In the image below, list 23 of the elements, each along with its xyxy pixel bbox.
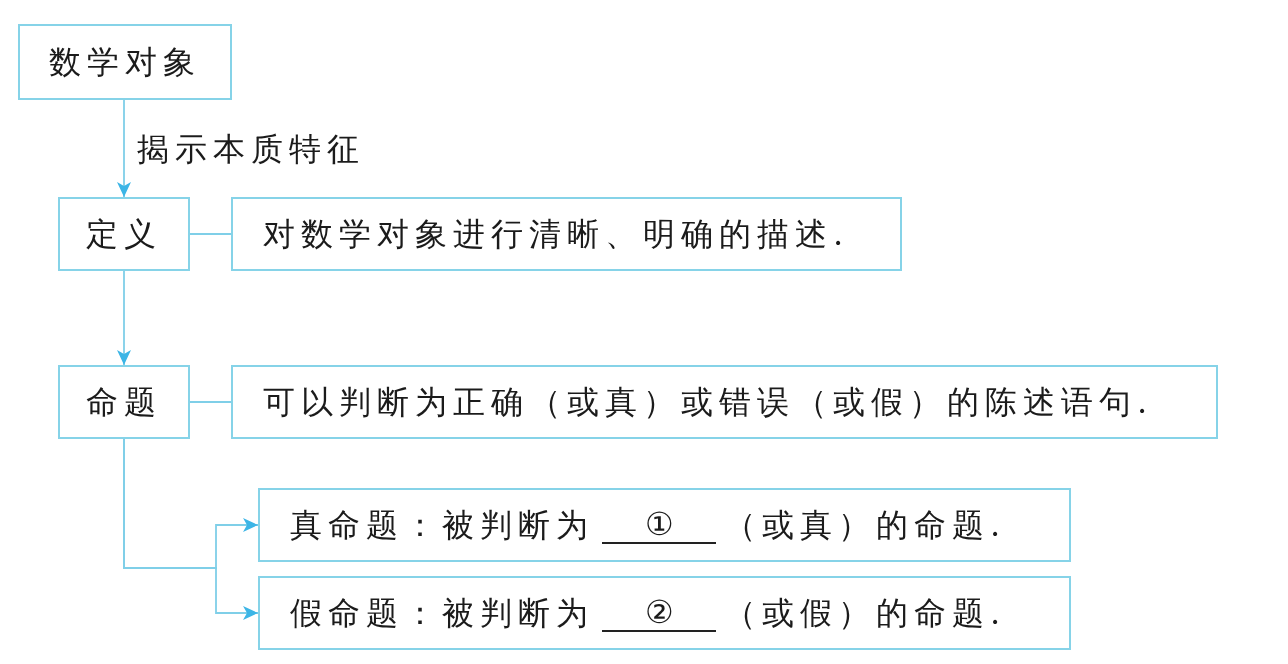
arrow (117, 270, 131, 366)
node-label: 定义 (86, 214, 162, 254)
description-text: 真命题：被判断为 (290, 505, 594, 545)
description-box (231, 197, 902, 271)
node-label: 数学对象 (49, 42, 201, 82)
description-box (258, 488, 1071, 562)
concept-box (58, 365, 190, 439)
connector-line (189, 401, 232, 403)
description-text: 对数学对象进行清晰、明确的描述. (263, 214, 850, 254)
description-box (231, 365, 1218, 439)
description-text: 可以判断为正确（或真）或错误（或假）的陈述语句. (263, 382, 1154, 422)
fill-in-line: ② (602, 593, 716, 633)
description-text: （或假）的命题. (724, 593, 1007, 633)
connector-line (189, 233, 232, 235)
description-text: 假命题：被判断为 (290, 593, 594, 633)
node-label: 命题 (86, 382, 162, 422)
concept-box (18, 24, 232, 100)
arrow (123, 438, 259, 620)
concept-box (58, 197, 190, 271)
description-box (258, 576, 1071, 650)
description-text: （或真）的命题. (724, 505, 1007, 545)
fill-in-line: ① (602, 505, 716, 545)
arrow (117, 99, 131, 198)
